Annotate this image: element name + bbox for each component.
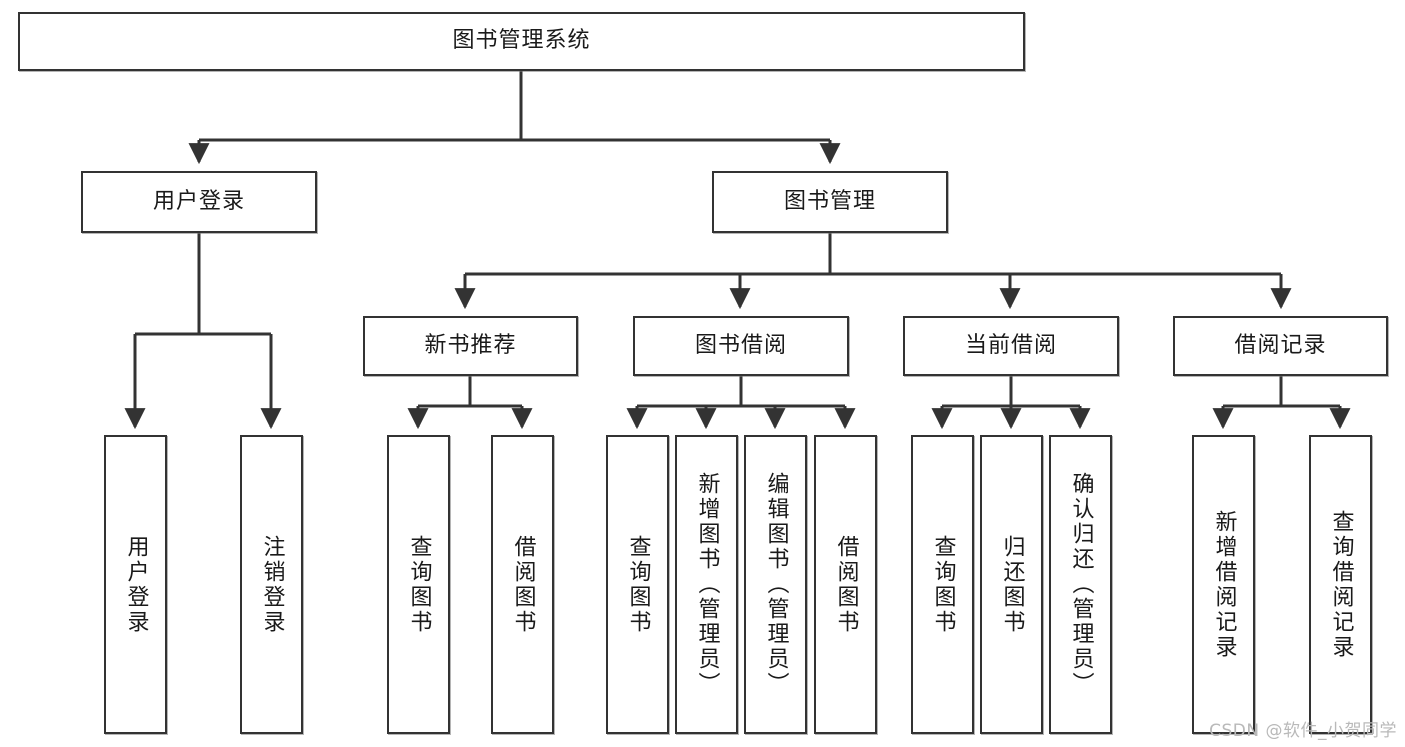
node-book-manage[interactable]: 图书管理 (712, 171, 948, 233)
node-leaf-logout-login[interactable]: 注销登录 (240, 435, 303, 734)
node-borrow-record[interactable]: 借阅记录 (1173, 316, 1388, 376)
node-book-borrow-label: 图书借阅 (694, 332, 787, 358)
node-leaf-borrow-book-1[interactable]: 借阅图书 (491, 435, 554, 734)
node-leaf-query-book-3[interactable]: 查询图书 (911, 435, 974, 734)
node-leaf-query-book-3-label: 查询图书 (930, 534, 956, 635)
node-leaf-edit-book[interactable]: 编辑图书（管理员） (744, 435, 807, 734)
node-leaf-query-record[interactable]: 查询借阅记录 (1309, 435, 1372, 734)
node-leaf-add-record[interactable]: 新增借阅记录 (1192, 435, 1255, 734)
node-book-manage-label: 图书管理 (783, 188, 876, 214)
node-leaf-return-book[interactable]: 归还图书 (980, 435, 1043, 734)
node-user-login-label: 用户登录 (152, 188, 245, 214)
node-leaf-borrow-book-2-label: 借阅图书 (833, 534, 859, 635)
node-leaf-borrow-book-1-label: 借阅图书 (510, 534, 536, 635)
node-leaf-add-record-label: 新增借阅记录 (1211, 509, 1237, 660)
node-leaf-query-book-2[interactable]: 查询图书 (606, 435, 669, 734)
node-root[interactable]: 图书管理系统 (18, 12, 1025, 71)
node-leaf-query-record-label: 查询借阅记录 (1328, 509, 1354, 660)
node-root-label: 图书管理系统 (452, 28, 591, 54)
node-leaf-confirm-return[interactable]: 确认归还（管理员） (1049, 435, 1112, 734)
node-leaf-query-book-2-label: 查询图书 (625, 534, 651, 635)
node-leaf-edit-book-label: 编辑图书（管理员） (763, 472, 789, 697)
node-leaf-confirm-return-label: 确认归还（管理员） (1068, 472, 1094, 697)
node-current-borrow[interactable]: 当前借阅 (903, 316, 1119, 376)
node-leaf-logout-login-label: 注销登录 (259, 534, 285, 635)
node-leaf-query-book-1-label: 查询图书 (406, 534, 432, 635)
node-new-book-recommend-label: 新书推荐 (424, 332, 517, 358)
node-leaf-add-book[interactable]: 新增图书（管理员） (675, 435, 738, 734)
node-user-login[interactable]: 用户登录 (81, 171, 317, 233)
node-leaf-borrow-book-2[interactable]: 借阅图书 (814, 435, 877, 734)
node-leaf-query-book-1[interactable]: 查询图书 (387, 435, 450, 734)
node-leaf-user-login-label: 用户登录 (123, 534, 149, 635)
node-leaf-user-login[interactable]: 用户登录 (104, 435, 167, 734)
node-current-borrow-label: 当前借阅 (964, 332, 1057, 358)
node-new-book-recommend[interactable]: 新书推荐 (363, 316, 578, 376)
node-book-borrow[interactable]: 图书借阅 (633, 316, 849, 376)
node-leaf-return-book-label: 归还图书 (999, 534, 1025, 635)
node-borrow-record-label: 借阅记录 (1234, 332, 1327, 358)
node-leaf-add-book-label: 新增图书（管理员） (694, 472, 720, 697)
